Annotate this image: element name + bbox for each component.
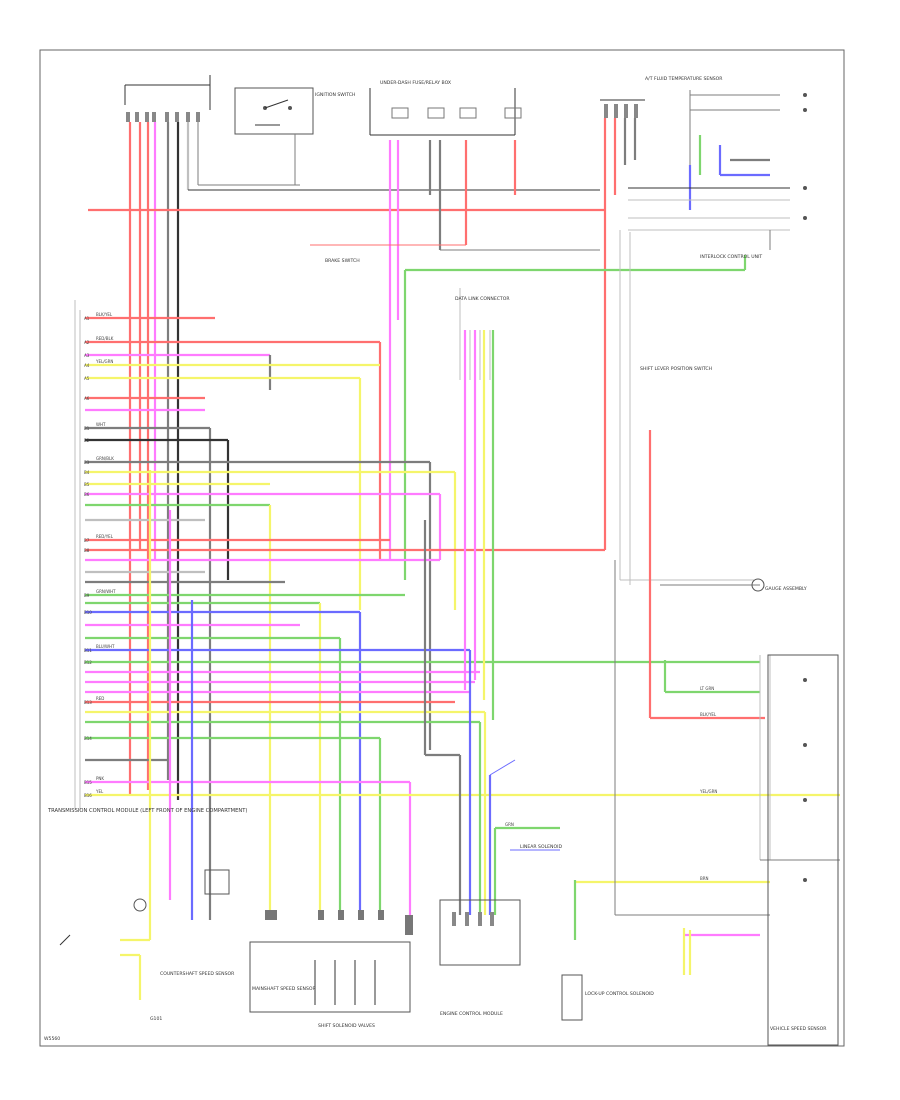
- harness-vertical-lower: [148, 288, 560, 940]
- wire-label: GRN/BLK: [96, 456, 114, 461]
- bottom-components: [59, 869, 583, 1021]
- wire-label: YEL: [95, 789, 104, 794]
- countershaft-sensor-label: COUNTERSHAFT SPEED SENSOR: [160, 971, 235, 977]
- pin-label: A3: [84, 353, 90, 358]
- pin-label: B5: [84, 482, 90, 487]
- atf-sensor-label: A/T FLUID TEMPERATURE SENSOR: [645, 76, 723, 82]
- shift-interlock-area: [628, 90, 807, 250]
- pin-label: B16: [84, 793, 92, 798]
- pin-labels: A1 A2 A3 A4 A5 A6 B1 B2 B3 B4 B5 B6 B7 B…: [84, 316, 92, 798]
- tcm-label: TRANSMISSION CONTROL MODULE (LEFT FRONT …: [47, 808, 247, 814]
- pin-label: A4: [84, 363, 90, 368]
- pin-label: B3: [84, 460, 90, 465]
- ecm-label: ENGINE CONTROL MODULE: [440, 1011, 503, 1017]
- interlock-label: INTERLOCK CONTROL UNIT: [700, 254, 762, 260]
- pin-label: A5: [84, 376, 90, 381]
- pin-label: B14: [84, 736, 92, 741]
- wire-color-labels: BLK/YEL RED/BLK YEL/GRN WHT GRN/BLK RED/…: [95, 312, 717, 881]
- wire-label: LT GRN: [700, 686, 714, 691]
- fuse-box-label: UNDER-DASH FUSE/RELAY BOX: [380, 80, 451, 86]
- ignition-switch-box: [234, 87, 314, 135]
- brake-switch-label: BRAKE SWITCH: [325, 258, 360, 264]
- harness-horizontal: [85, 316, 840, 920]
- pin-label: B7: [84, 538, 90, 543]
- wire-label: YEL/GRN: [699, 789, 717, 794]
- wire-label: RED: [96, 696, 104, 701]
- ground-label-1: G101: [150, 1016, 162, 1022]
- pin-label: B4: [84, 470, 90, 475]
- wire-label: BLK/YEL: [96, 312, 113, 317]
- pin-label: A2: [84, 340, 90, 345]
- pin-label: A6: [84, 396, 90, 401]
- right-side-wiring: [510, 230, 840, 1046]
- dash-fuse-box: [369, 88, 522, 136]
- pin-label: B1: [84, 426, 90, 431]
- pin-label: B13: [84, 700, 92, 705]
- pin-label: B2: [84, 438, 90, 443]
- wires-top: [88, 118, 747, 800]
- tcm-pin-rail: [74, 300, 81, 810]
- pin-label: B9: [84, 593, 90, 598]
- ignition-switch-label: IGNITION SWITCH: [315, 92, 355, 98]
- pin-label: B12: [84, 660, 92, 665]
- pin-label: A1: [84, 316, 90, 321]
- wire-label: GRN: [505, 822, 514, 827]
- pin-label: B10: [84, 610, 92, 615]
- wire-label: BLK/YEL: [700, 712, 717, 717]
- gauge-label: GAUGE ASSEMBLY: [765, 586, 807, 592]
- wire-label: RED/YEL: [96, 534, 114, 539]
- wire-label: WHT: [96, 422, 106, 427]
- lockup-solenoid-label: LOCK-UP CONTROL SOLENOID: [585, 991, 654, 997]
- wire-label: YEL/GRN: [95, 359, 113, 364]
- vss-label: VEHICLE SPEED SENSOR: [770, 1026, 827, 1032]
- pin-label: B6: [84, 492, 90, 497]
- wire-label: RED/BLK: [96, 336, 114, 341]
- pin-label: B15: [84, 780, 92, 785]
- wire-label: BRN: [700, 876, 709, 881]
- shift-lever-label: SHIFT LEVER POSITION SWITCH: [640, 366, 712, 372]
- data-link-label: DATA LINK CONNECTOR: [455, 296, 510, 302]
- linear-solenoid-label: LINEAR SOLENOID: [520, 844, 562, 850]
- top-left-connector: [124, 75, 211, 122]
- shift-solenoid-label: SHIFT SOLENOID VALVES: [318, 1023, 375, 1029]
- wire-label: PNK: [96, 776, 104, 781]
- pin-label: B8: [84, 548, 90, 553]
- atf-sensor-connector-top: [600, 99, 645, 118]
- pin-label: B11: [84, 648, 92, 653]
- mainshaft-sensor-label: MAINSHAFT SPEED SENSOR: [252, 986, 317, 992]
- wire-label: BLU/WHT: [96, 644, 115, 649]
- footer-code: W5560: [44, 1036, 60, 1042]
- diagram-border: [39, 49, 845, 1047]
- wire-label: GRN/WHT: [96, 589, 116, 594]
